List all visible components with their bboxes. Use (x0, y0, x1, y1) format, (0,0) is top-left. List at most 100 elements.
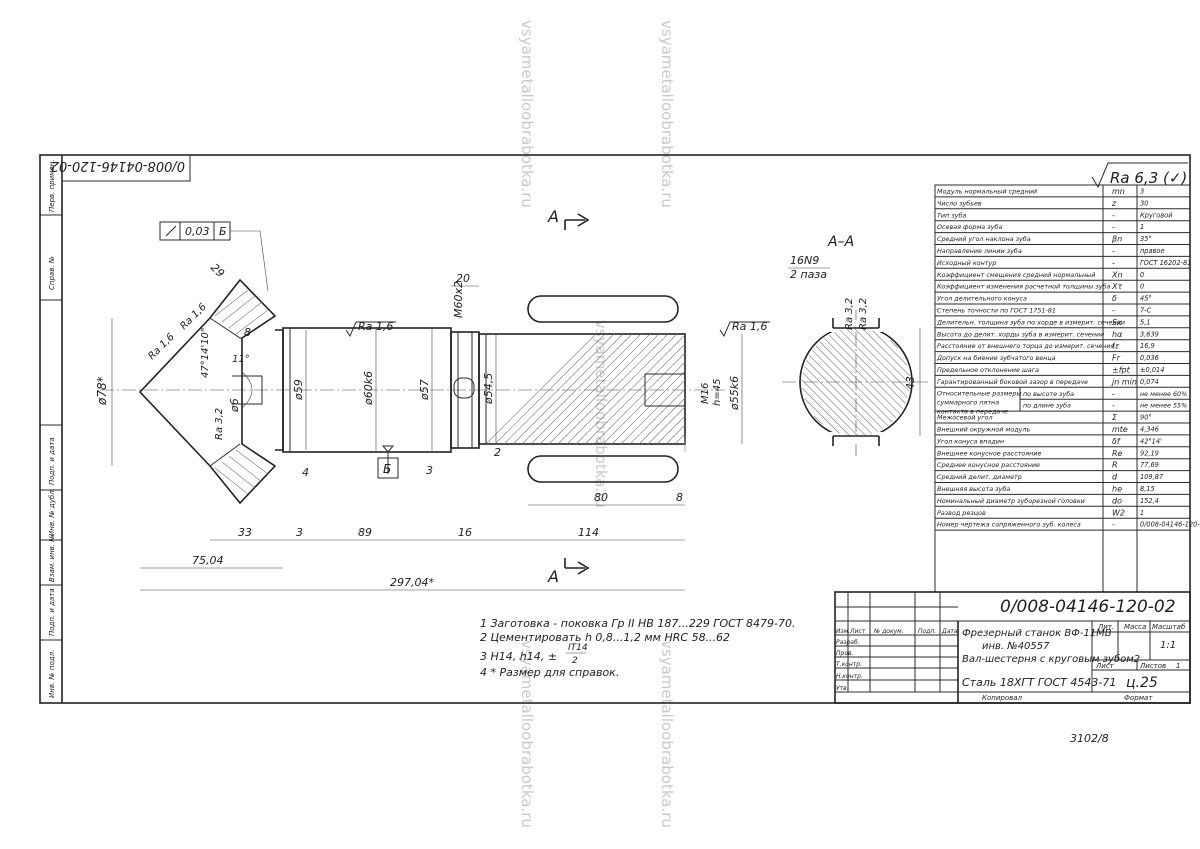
param-name: Межосевой угол (937, 414, 993, 422)
param-name: Расстояние от внешнего торца до измерит.… (937, 342, 1114, 350)
document-number: 0/008-04146-120-02 (1000, 597, 1176, 617)
param-name: Предельное отклонение шага (937, 366, 1039, 374)
param-symbol: Xτ (1111, 282, 1122, 291)
param-name: Угол конуса впадин (937, 437, 1004, 445)
tb-label: Лист (1095, 662, 1115, 670)
param-symbol: z (1111, 199, 1117, 208)
param-value: ГОСТ 16202-81 (1140, 259, 1191, 267)
roughness-mark: Ra 1,6 (732, 320, 767, 333)
param-name: Допуск на биение зубчатого венца (936, 354, 1056, 362)
param-name: Средний угол наклона зуба (937, 235, 1031, 243)
sheets-value: 1 (1176, 662, 1180, 670)
keyway-count: 2 паза (790, 268, 827, 281)
param-name: Осевая форма зуба (937, 223, 1002, 231)
tolerance-value: 0,03 (185, 225, 210, 238)
product-name: Фрезерный станок ВФ-11МВ (962, 628, 1112, 639)
param-symbol: - (1112, 258, 1115, 267)
param-symbol: he (1112, 485, 1122, 494)
tb-label: Масса (1124, 623, 1146, 631)
section-a-a: А–А 16N9 2 паза Ra 3,2 Ra 3,2 43 (782, 234, 930, 456)
param-value: 1 (1140, 509, 1144, 517)
tb-label: Утв. (836, 685, 849, 692)
param-name: Угол делительного конуса (937, 295, 1027, 303)
param-symbol: do (1112, 496, 1122, 505)
param-name: Высота до делит. хорды зуба в измерит. с… (937, 330, 1104, 338)
param-symbol: Re (1112, 449, 1123, 458)
param-name: Внешний окружной модуль (937, 426, 1031, 434)
dim-29: 29 (208, 261, 227, 280)
dim-diameter-57: ø57 (418, 379, 431, 401)
param-symbol: - (1112, 306, 1115, 315)
param-name: Развод резцов (937, 509, 986, 517)
watermark-text: vsyametalloobrabotka.ru (518, 20, 536, 208)
param-value: 109,87 (1140, 473, 1164, 481)
datum-label: Б (383, 462, 391, 476)
watermark-text: vsyametalloobrabotka.ru (592, 320, 610, 508)
param-value: 0/008-04146-120-01 (1140, 521, 1200, 529)
param-value: ±0,014 (1140, 366, 1164, 374)
tolerance-base: Б (219, 225, 227, 238)
material: Сталь 18ХГТ ГОСТ 4543-71 (962, 676, 1116, 689)
dim-2: 2 (494, 446, 501, 459)
section-marker-top: А (547, 207, 559, 226)
side-label: Подп. и дата (48, 588, 56, 636)
param-symbol: - (1112, 211, 1115, 220)
param-symbol: δ (1112, 294, 1117, 303)
side-label: Подп. и дата (48, 437, 56, 485)
param-name: по длине зуба (1023, 402, 1071, 410)
param-value: 0 (1140, 283, 1144, 291)
param-name: Относительные размеры (937, 389, 1021, 397)
param-name: Номер чертежа сопряженного зуб. колеса (937, 521, 1081, 529)
side-label: Справ. № (48, 256, 56, 290)
param-symbol: - (1112, 389, 1115, 398)
side-label: Взам. инв. № (48, 534, 56, 582)
keyway-dim: 16N9 (790, 254, 819, 267)
scale-value: 1:1 (1160, 640, 1176, 651)
roughness-general-text: Ra 6,3 (✓) (1110, 169, 1187, 187)
param-symbol: mte (1112, 425, 1128, 434)
tb-label: № докум. (873, 628, 904, 635)
note-3-fraction-bottom: 2 (572, 656, 578, 666)
param-symbol: R (1112, 461, 1118, 470)
param-value: 3 (1140, 188, 1144, 196)
param-symbol: ℓε (1111, 342, 1120, 351)
param-symbol: - (1112, 247, 1115, 256)
dim-8b: 8 (676, 491, 683, 504)
param-value: 30 (1140, 199, 1148, 207)
watermark-text: vsyametalloobrabotka.ru (658, 640, 676, 828)
param-name: Средний делит. диаметр (937, 473, 1022, 481)
param-value: 5,1 (1140, 318, 1151, 326)
tb-label: Изм.Лист (836, 628, 866, 635)
product-inventory: инв. №40557 (982, 641, 1050, 652)
param-value: 0,074 (1140, 378, 1159, 386)
dim-89: 89 (358, 526, 372, 539)
dim-depth-45: h=45 (712, 379, 723, 406)
note-2: 2 Цементировать h 0,8...1,2 мм HRC 58...… (480, 631, 730, 644)
param-symbol: - (1112, 401, 1115, 410)
param-symbol: d (1112, 473, 1118, 482)
param-value: 3,639 (1140, 330, 1159, 338)
param-value: 4,346 (1140, 426, 1159, 434)
shaft-main-view: Б ø78* ø6 ø59 ø60k6 ø57 ø54,5 M16 h=45 ø… (95, 207, 770, 591)
param-value: 45° (1140, 295, 1152, 303)
note-4: 4 * Размер для справок. (480, 666, 619, 679)
tb-label: Разраб. (836, 639, 860, 646)
side-label: Инв. № дубл. (48, 488, 56, 536)
param-symbol: δf (1112, 437, 1121, 446)
tb-label: Листов (1139, 662, 1166, 670)
param-symbol: Σ (1112, 413, 1118, 422)
param-symbol: Sx (1112, 318, 1122, 327)
roughness-mark: Ra 1,6 (358, 320, 393, 333)
dim-thread-m60: M60x2 (452, 281, 465, 318)
roughness-mark: Ra 3,2 (214, 408, 225, 440)
dim-diameter-545: ø54,5 (482, 373, 495, 405)
param-value: 42°14' (1140, 437, 1162, 445)
param-symbol: Xn (1111, 270, 1123, 279)
param-name: Тип зуба (937, 211, 966, 219)
dim-20: 20 (456, 272, 470, 285)
dim-4: 4 (302, 466, 309, 479)
param-symbol: W2 (1112, 508, 1125, 517)
side-label: Перв. примен. (48, 159, 56, 212)
watermark-text: vsyametalloobrabotka.ru (518, 640, 536, 828)
tb-label: Пров. (836, 650, 854, 657)
